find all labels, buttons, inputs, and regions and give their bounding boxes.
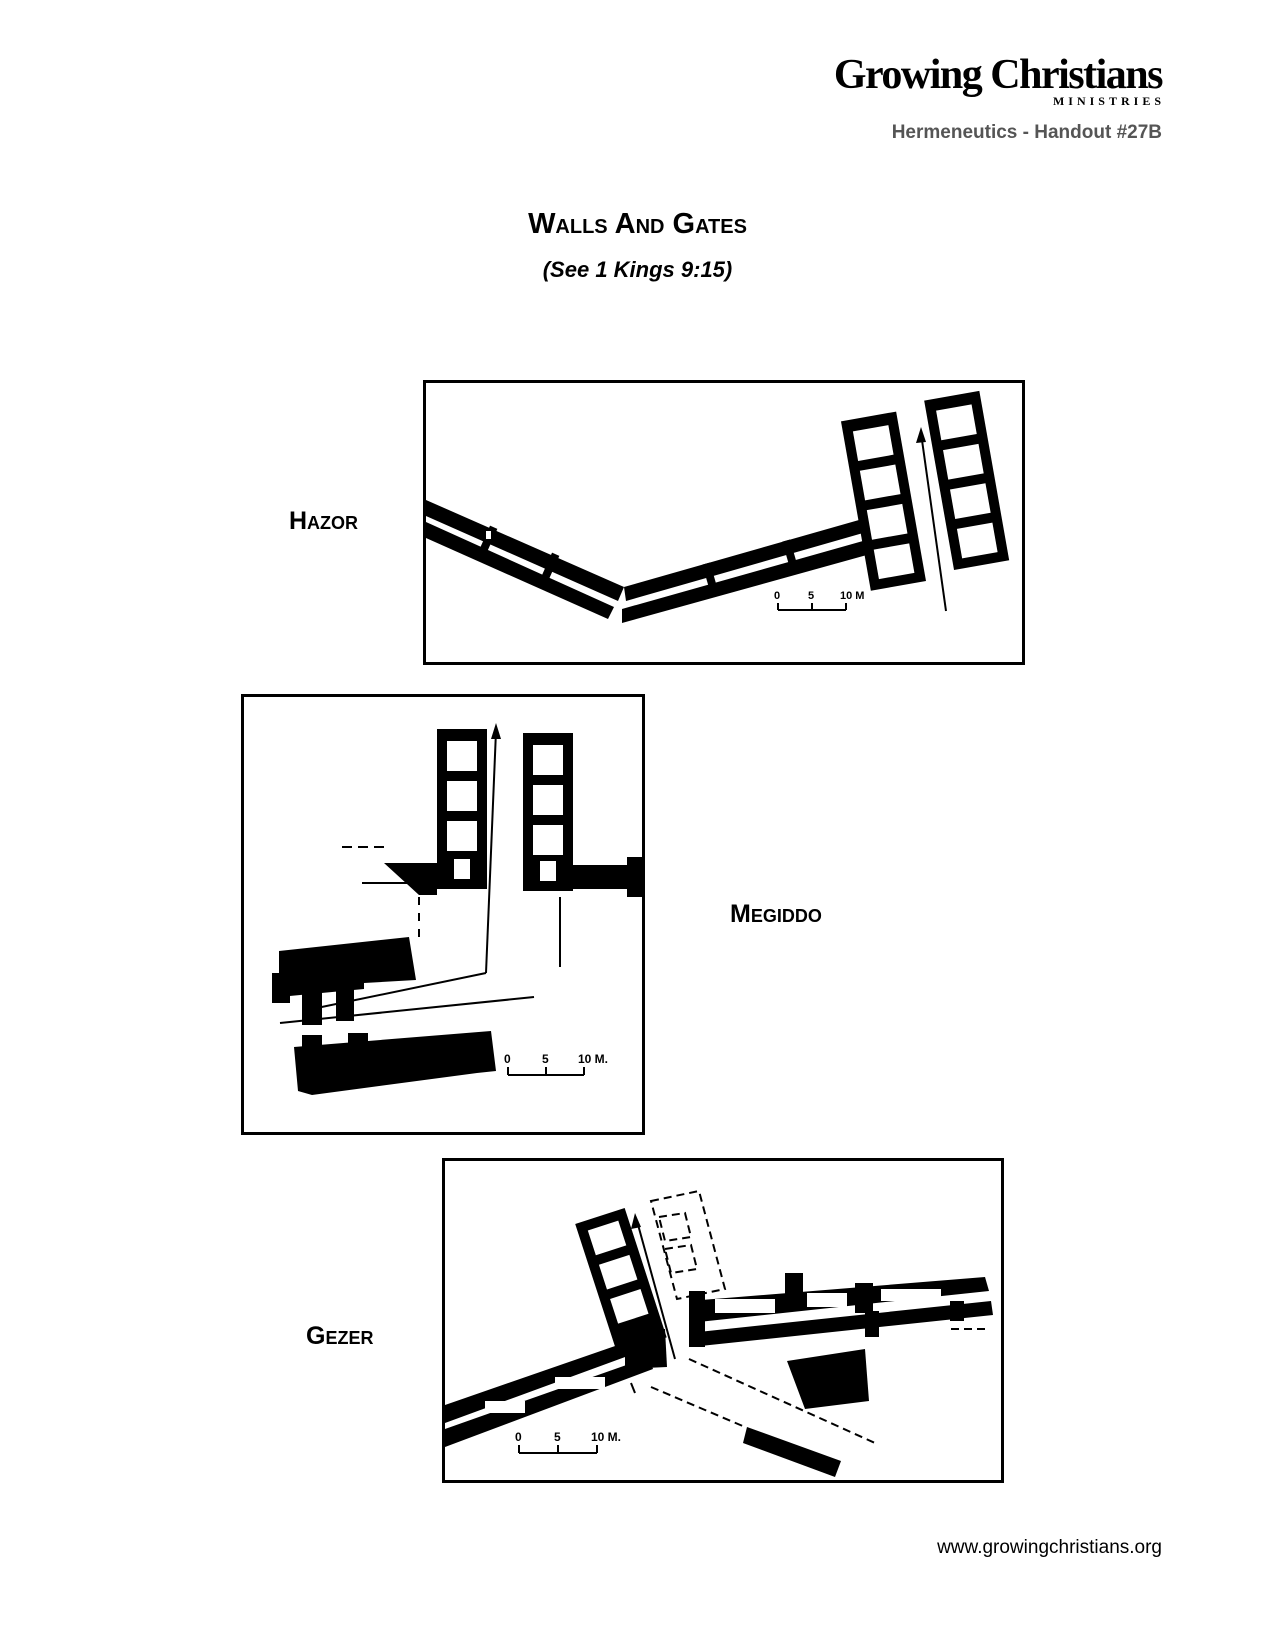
megiddo-plan: 0 5 10 M. (241, 694, 645, 1135)
megiddo-scale-10: 10 M. (578, 1052, 608, 1066)
logo-sub-text: MINISTRIES (1052, 94, 1165, 108)
gezer-plan-drawing: 0 5 10 M. (445, 1189, 993, 1477)
megiddo-label: Megiddo (730, 900, 822, 928)
megiddo-scale-0: 0 (504, 1052, 511, 1066)
hazor-plan-drawing: 0 5 10 M (426, 390, 1010, 623)
gezer-scale-5: 5 (554, 1430, 561, 1444)
gezer-label: Gezer (306, 1322, 374, 1350)
hazor-plan: 0 5 10 M (423, 380, 1025, 665)
gezer-scale-10: 10 M. (591, 1430, 621, 1444)
megiddo-plan-drawing: 0 5 10 M. (272, 723, 642, 1095)
hazor-label: Hazor (289, 507, 359, 535)
logo-main-text: Growing Christians (833, 52, 1164, 98)
gezer-scale-0: 0 (515, 1430, 522, 1444)
logo: Growing Christians MINISTRIES (833, 52, 1165, 109)
hazor-scale-5: 5 (808, 590, 814, 602)
hazor-scale-10: 10 M (840, 590, 864, 602)
hazor-scale-0: 0 (774, 590, 780, 602)
gezer-plan: 0 5 10 M. (442, 1158, 1004, 1483)
handout-label: Hermeneutics - Handout #27B (891, 122, 1162, 143)
footer-url[interactable]: www.growingchristians.org (937, 1537, 1162, 1558)
page-subtitle: (See 1 Kings 9:15) (542, 257, 733, 282)
megiddo-scale-5: 5 (542, 1052, 549, 1066)
page-title: Walls And Gates (528, 208, 747, 240)
